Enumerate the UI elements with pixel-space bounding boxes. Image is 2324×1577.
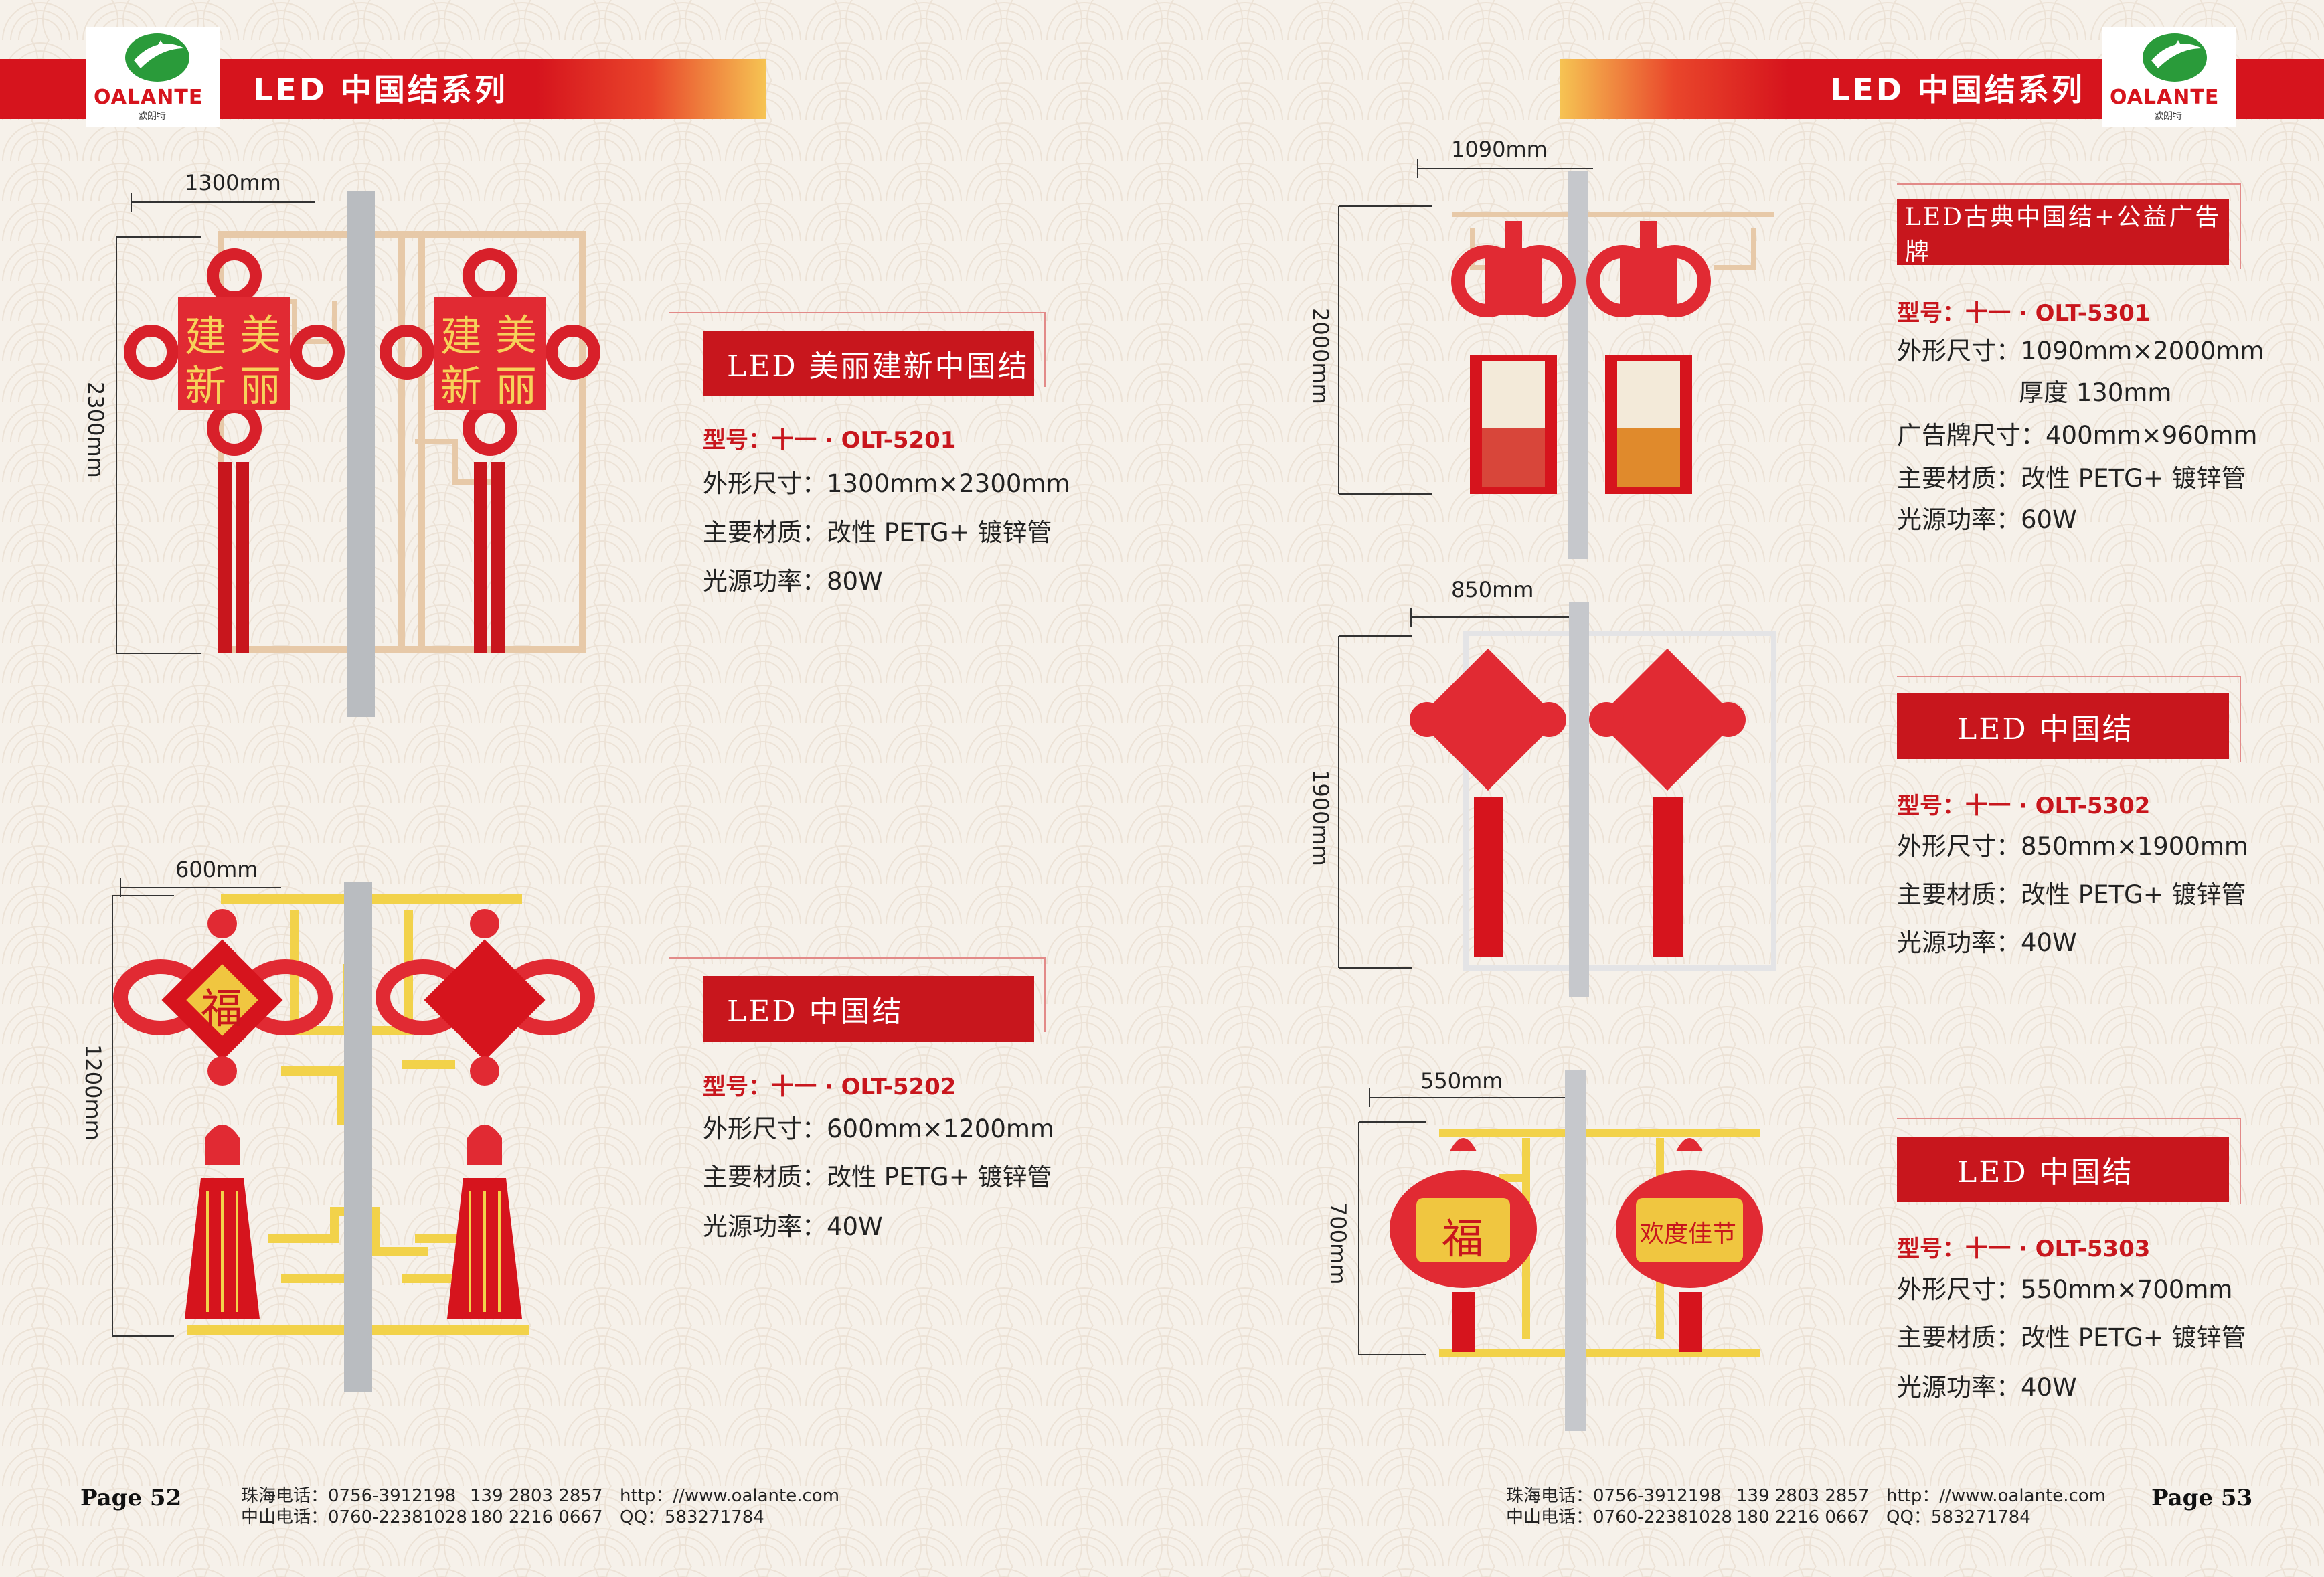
page-number-left: Page 52 <box>80 1485 182 1511</box>
knot-char: 欢度佳节 <box>1640 1220 1737 1248</box>
spec-size: 外形尺寸：1090mm×2000mm <box>1897 337 2264 365</box>
product-title-5302: LED 中国结 <box>1897 693 2229 759</box>
logo-leaf-icon <box>2143 33 2207 82</box>
title-frame <box>1897 183 2241 269</box>
spec-material: 主要材质：改性 PETG+ 镀锌管 <box>703 1163 1052 1191</box>
spec-power: 光源功率：40W <box>1897 1373 2077 1402</box>
page-number-right: Page 53 <box>2151 1485 2253 1511</box>
product-title-5201: LED 美丽建新中国结 <box>703 331 1034 396</box>
footer-website[interactable]: http：//www.oalante.com <box>1886 1486 2106 1506</box>
footer-qq: QQ：583271784 <box>620 1507 764 1527</box>
model-number: 型号：十一 · OLT-5301 <box>1897 300 2151 327</box>
header-title-right: LED 中国结系列 <box>1830 72 2085 108</box>
spec-material: 主要材质：改性 PETG+ 镀锌管 <box>1897 464 2246 493</box>
title-frame <box>1897 676 2241 762</box>
spec-material: 主要材质：改性 PETG+ 镀锌管 <box>1897 880 2246 909</box>
logo-leaf-icon <box>125 33 189 82</box>
dimension-height: 2000mm <box>1308 308 1333 404</box>
dimension-width: 1090mm <box>1451 137 1548 162</box>
knot-char: 福 <box>1442 1214 1484 1263</box>
spec-ad-size: 广告牌尺寸：400mm×960mm <box>1897 421 2258 450</box>
spec-size: 外形尺寸：550mm×700mm <box>1897 1275 2233 1304</box>
footer-zhuhai-phone: 珠海电话：0756-3912198 <box>241 1486 456 1506</box>
product-title-5301: LED古典中国结+公益广告牌 <box>1897 199 2229 266</box>
footer-zhongshan-mobile: 180 2216 0667 <box>1736 1507 1870 1527</box>
knot-char: 丽 <box>495 361 537 410</box>
footer-zhongshan-phone: 中山电话：0760-22381028 <box>241 1507 467 1527</box>
spec-size: 外形尺寸：850mm×1900mm <box>1897 832 2248 861</box>
knot-char: 建 <box>440 312 483 361</box>
dimension-width: 550mm <box>1420 1068 1503 1094</box>
dimension-width: 600mm <box>175 857 258 882</box>
footer-zhuhai-phone: 珠海电话：0756-3912198 <box>1506 1486 1722 1506</box>
footer-qq: QQ：583271784 <box>1886 1507 2031 1527</box>
spec-power: 光源功率：60W <box>1897 505 2077 534</box>
title-frame <box>669 957 1046 1032</box>
spec-power: 光源功率：40W <box>703 1212 883 1241</box>
dimension-height: 2300mm <box>83 382 108 478</box>
logo-sub-right: 欧朗特 <box>2154 111 2182 122</box>
spec-material: 主要材质：改性 PETG+ 镀锌管 <box>703 518 1052 547</box>
logo-wordmark-left: OALANTE <box>94 86 203 109</box>
title-frame <box>669 312 1046 387</box>
knot-char: 建 <box>185 312 227 361</box>
model-number: 型号：十一 · OLT-5303 <box>1897 1236 2151 1262</box>
footer-zhongshan-phone: 中山电话：0760-22381028 <box>1506 1507 1732 1527</box>
title-frame <box>1897 1118 2241 1204</box>
footer-zhuhai-mobile: 139 2803 2857 <box>1736 1486 1870 1506</box>
model-number: 型号：十一 · OLT-5201 <box>703 427 957 454</box>
footer-website[interactable]: http：//www.oalante.com <box>620 1486 840 1506</box>
knot-char: 新 <box>185 361 227 410</box>
dimension-width: 850mm <box>1451 577 1534 602</box>
knot-char: 福 <box>201 984 243 1033</box>
spec-size: 外形尺寸：600mm×1200mm <box>703 1114 1054 1143</box>
logo-sub-left: 欧朗特 <box>138 111 166 122</box>
footer-zhongshan-mobile: 180 2216 0667 <box>470 1507 603 1527</box>
product-title-5303: LED 中国结 <box>1897 1137 2229 1202</box>
model-number: 型号：十一 · OLT-5202 <box>703 1074 957 1100</box>
spec-material: 主要材质：改性 PETG+ 镀锌管 <box>1897 1323 2246 1352</box>
spec-power: 光源功率：40W <box>1897 928 2077 957</box>
dimension-height: 700mm <box>1325 1202 1351 1285</box>
knot-char: 丽 <box>240 361 282 410</box>
logo-wordmark-right: OALANTE <box>2110 86 2220 109</box>
knot-char: 美 <box>240 311 282 359</box>
header-title-left: LED 中国结系列 <box>253 72 508 108</box>
knot-char: 新 <box>440 361 483 410</box>
spec-size: 外形尺寸：1300mm×2300mm <box>703 469 1070 498</box>
knot-char: 美 <box>495 311 537 359</box>
footer-zhuhai-mobile: 139 2803 2857 <box>470 1486 603 1506</box>
model-number: 型号：十一 · OLT-5302 <box>1897 793 2151 819</box>
dimension-height: 1900mm <box>1308 770 1333 866</box>
dimension-width: 1300mm <box>185 170 281 195</box>
spec-thickness: 厚度 130mm <box>2019 378 2172 407</box>
product-title-5202: LED 中国结 <box>703 976 1034 1042</box>
dimension-height: 1200mm <box>80 1044 106 1141</box>
spec-power: 光源功率：80W <box>703 567 883 596</box>
